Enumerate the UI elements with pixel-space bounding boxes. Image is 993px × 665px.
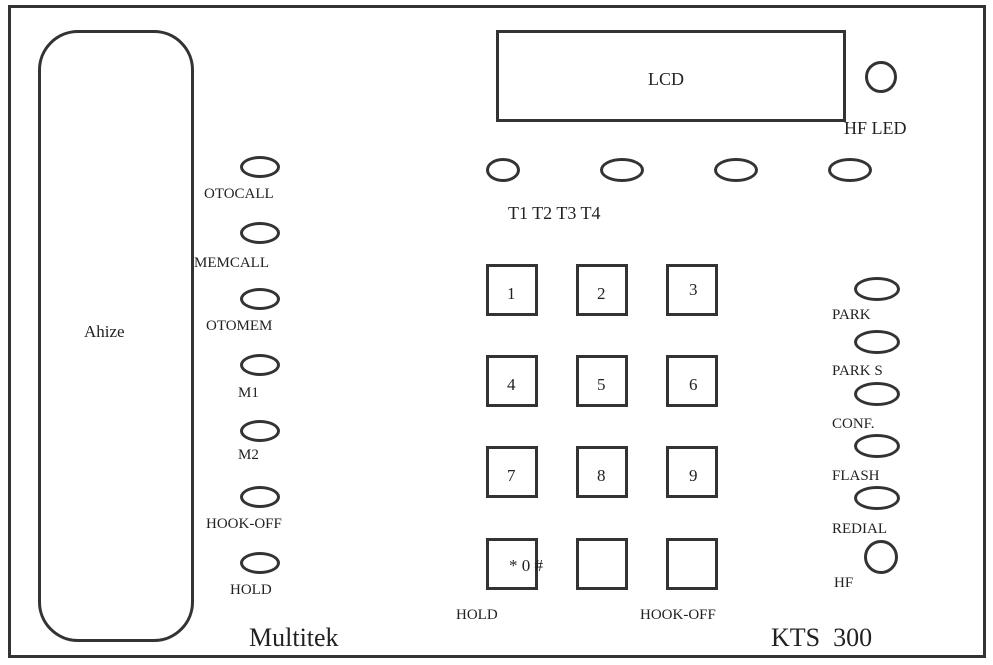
brand-name: Multitek (249, 623, 339, 652)
memcall-button[interactable] (240, 222, 280, 244)
park-button[interactable] (854, 277, 900, 301)
lcd-label: LCD (648, 69, 684, 89)
memcall-label: MEMCALL (194, 255, 269, 271)
m1-label: M1 (238, 385, 259, 401)
otomem-button[interactable] (240, 288, 280, 310)
otocall-label: OTOCALL (204, 186, 274, 202)
handset (38, 30, 194, 642)
key-4[interactable]: 4 (486, 355, 538, 407)
line-key-t1[interactable] (486, 158, 520, 182)
hold-key-label: HOLD (456, 607, 498, 623)
m2-label: M2 (238, 447, 259, 463)
hold-key[interactable] (576, 538, 628, 590)
key-4-label: 4 (507, 375, 516, 394)
key-7-label: 7 (507, 466, 516, 485)
handset-label: Ahize (84, 322, 125, 341)
park-s-button[interactable] (854, 330, 900, 354)
key-2-label: 2 (597, 284, 606, 303)
key-1-label: 1 (507, 284, 516, 303)
key-1[interactable]: 1 (486, 264, 538, 316)
key-star-zero-hash[interactable]: * 0 # (486, 538, 543, 590)
m2-button[interactable] (240, 420, 280, 442)
line-key-t3[interactable] (714, 158, 758, 182)
m1-button[interactable] (240, 354, 280, 376)
hold-button-left[interactable] (240, 552, 280, 574)
redial-label: REDIAL (832, 521, 887, 537)
line-key-t4[interactable] (828, 158, 872, 182)
key-5[interactable]: 5 (576, 355, 628, 407)
key-8[interactable]: 8 (576, 446, 628, 498)
key-3-label: 3 (689, 280, 698, 299)
key-9[interactable]: 9 (666, 446, 718, 498)
key-2[interactable]: 2 (576, 264, 628, 316)
key-6[interactable]: 6 (666, 355, 718, 407)
redial-button[interactable] (854, 486, 900, 510)
otomem-label: OTOMEM (206, 318, 273, 334)
hf-button[interactable] (864, 540, 898, 574)
key-6-label: 6 (689, 375, 698, 394)
key-3[interactable]: 3 (666, 264, 718, 316)
key-star-zero-hash-label: * 0 # (509, 556, 543, 575)
conf-button[interactable] (854, 382, 900, 406)
park-label: PARK (832, 307, 871, 323)
otocall-button[interactable] (240, 156, 280, 178)
hf-led-icon (865, 61, 897, 93)
phone-outline (8, 5, 986, 658)
key-7[interactable]: 7 (486, 446, 538, 498)
model-name: KTS 300 (771, 623, 873, 652)
hf-label: HF (834, 575, 854, 591)
key-9-label: 9 (689, 466, 698, 485)
hook-off-key-label: HOOK-OFF (640, 607, 716, 623)
hook-off-button-left[interactable] (240, 486, 280, 508)
lcd-display (496, 30, 846, 122)
flash-label: FLASH (832, 468, 880, 484)
key-5-label: 5 (597, 375, 606, 394)
line-key-t2[interactable] (600, 158, 644, 182)
hook-off-label-left: HOOK-OFF (206, 516, 282, 532)
hf-led-label: HF LED (844, 118, 907, 138)
conf-label: CONF. (832, 416, 875, 432)
key-8-label: 8 (597, 466, 606, 485)
park-s-label: PARK S (832, 363, 883, 379)
hook-off-key[interactable] (666, 538, 718, 590)
flash-button[interactable] (854, 434, 900, 458)
line-keys-label: T1 T2 T3 T4 (508, 203, 601, 223)
hold-label-left: HOLD (230, 582, 272, 598)
